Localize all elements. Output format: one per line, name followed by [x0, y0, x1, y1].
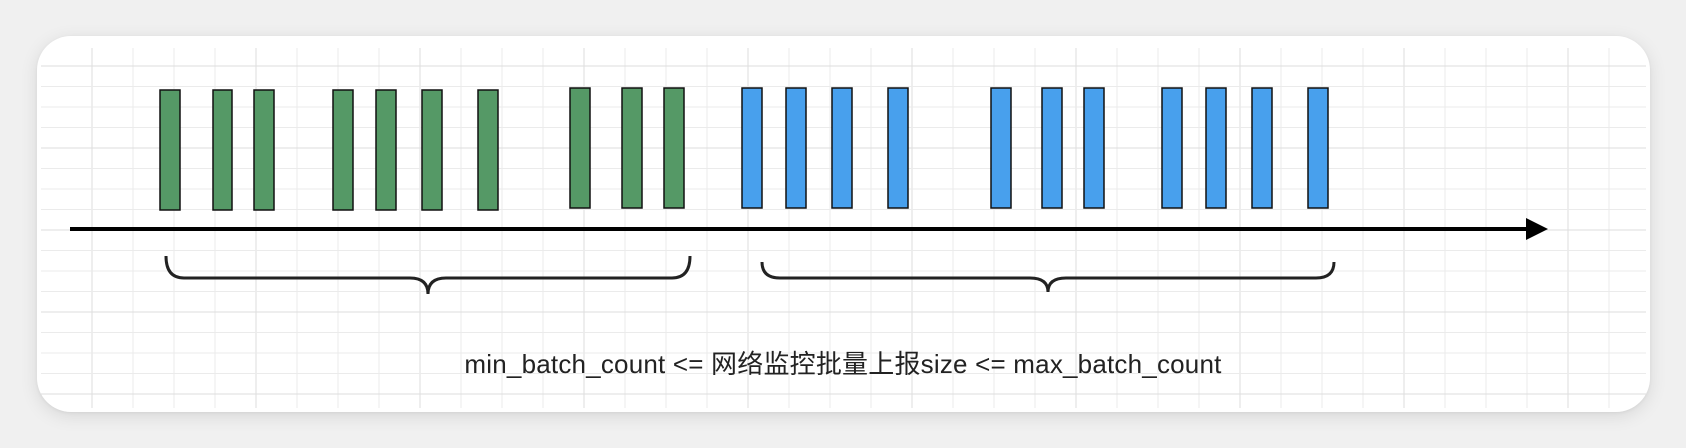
green-bar — [212, 89, 233, 211]
green-bar — [421, 89, 443, 211]
green-bar — [375, 89, 397, 211]
green-bar — [253, 89, 275, 211]
green-bar — [159, 89, 181, 211]
green-bar — [621, 87, 643, 209]
green-bar — [477, 89, 499, 211]
blue-bar-group — [741, 87, 1329, 209]
green-bar — [332, 89, 354, 211]
arrow-head-icon — [1526, 218, 1548, 240]
green-bar — [663, 87, 685, 209]
event-bars — [159, 87, 1329, 211]
blue-bar — [741, 87, 763, 209]
blue-bar — [990, 87, 1012, 209]
left-group-brace — [164, 255, 692, 295]
blue-bar — [1205, 87, 1227, 209]
blue-bar — [1307, 87, 1329, 209]
green-bar — [569, 87, 591, 209]
blue-bar — [1251, 87, 1273, 209]
right-group-brace — [760, 261, 1336, 293]
green-bar-group — [159, 87, 685, 211]
blue-bar — [1041, 87, 1063, 209]
blue-bar — [1083, 87, 1105, 209]
blue-bar — [1161, 87, 1183, 209]
blue-bar — [887, 87, 909, 209]
range-caption: min_batch_count <= 网络监控批量上报size <= max_b… — [464, 349, 1222, 379]
blue-bar — [831, 87, 853, 209]
blue-bar — [785, 87, 807, 209]
